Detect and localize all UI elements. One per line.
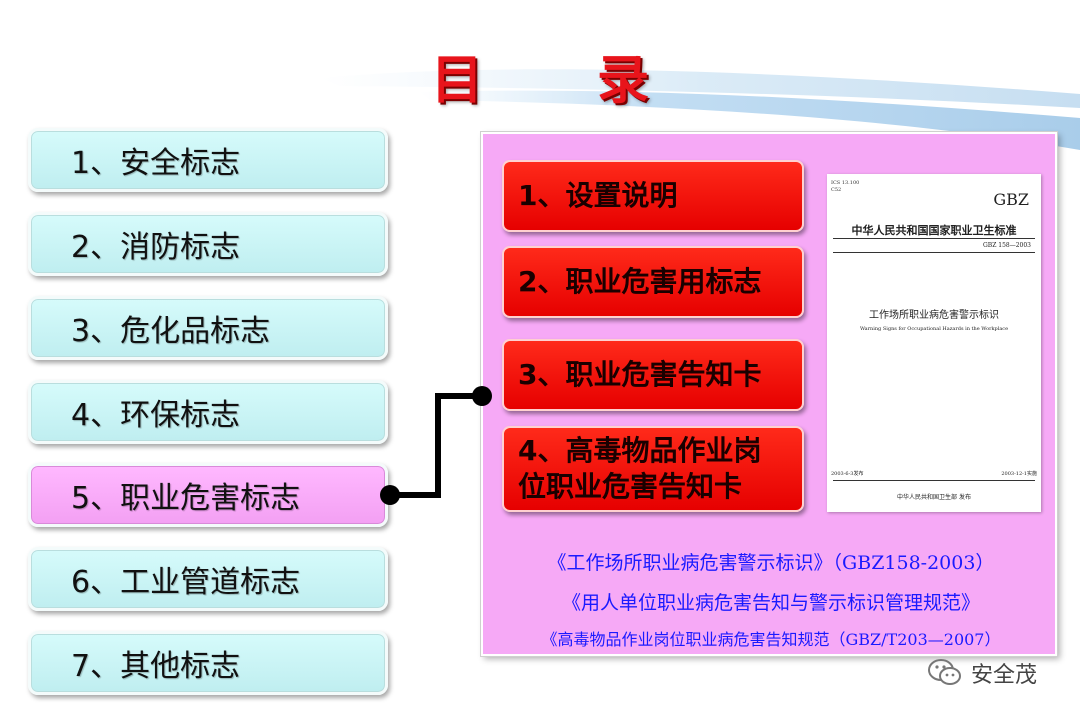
button-label-line-1: 4、高毒物品作业岗 (518, 433, 762, 467)
doc-ics-code: ICS 13.100 C52 (831, 180, 860, 193)
button-label-line-2: 位职业危害告知卡 (518, 470, 743, 503)
doc-effective-date: 2003-12-1实施 (1001, 471, 1037, 477)
reference-gbzt203: 《高毒物品作业岗位职业病危害告知规范（GBZ/T203—2007） (541, 630, 1001, 649)
doc-number: GBZ 158—2003 (983, 242, 1031, 249)
menu-item-pipeline-signs[interactable]: 6、工业管道标志 (28, 547, 388, 611)
detail-panel: 1、设置说明 2、职业危害用标志 3、职业危害告知卡 4、高毒物品作业岗 位职业… (481, 132, 1057, 656)
standard-document-cover: ICS 13.100 C52 GBZ 中华人民共和国国家职业卫生标准 GBZ 1… (827, 174, 1041, 512)
reference-management-spec: 《用人单位职业病危害告知与警示标识管理规范》 (561, 592, 980, 614)
page-title: 目 录 (430, 51, 698, 111)
doc-divider (833, 480, 1035, 481)
doc-divider (833, 238, 1035, 239)
doc-publisher: 中华人民共和国卫生部 发布 (897, 494, 971, 501)
panel-button-hazard-signs[interactable]: 2、职业危害用标志 (502, 246, 804, 318)
wechat-icon (928, 659, 961, 685)
doc-title-cn: 工作场所职业病危害警示标识 (869, 310, 999, 321)
doc-standard-title: 中华人民共和国国家职业卫生标准 (851, 224, 1017, 237)
reference-gbz158: 《工作场所职业病危害警示标识》（GBZ158-2003） (547, 552, 995, 574)
menu-item-occupational-hazard-signs[interactable]: 5、职业危害标志 (28, 463, 388, 527)
panel-button-setup-instructions[interactable]: 1、设置说明 (502, 160, 804, 232)
menu-item-safety-signs[interactable]: 1、安全标志 (28, 128, 388, 192)
panel-button-high-toxicity-notice-card[interactable]: 4、高毒物品作业岗 位职业危害告知卡 (502, 426, 804, 512)
menu-item-fire-signs[interactable]: 2、消防标志 (28, 212, 388, 276)
doc-gbz-code: GBZ (993, 190, 1029, 209)
doc-divider (833, 252, 1035, 253)
menu-item-environmental-signs[interactable]: 4、环保标志 (28, 380, 388, 444)
panel-button-hazard-notice-card[interactable]: 3、职业危害告知卡 (502, 339, 804, 411)
watermark: 安全茂 (925, 653, 1037, 693)
watermark-text: 安全茂 (971, 663, 1038, 688)
menu-item-hazchem-signs[interactable]: 3、危化品标志 (28, 296, 388, 360)
doc-issue-date: 2003-6-3发布 (831, 471, 864, 477)
menu-item-other-signs[interactable]: 7、其他标志 (28, 631, 388, 695)
doc-title-en: Warning Signs for Occupational Hazards i… (859, 326, 1009, 332)
